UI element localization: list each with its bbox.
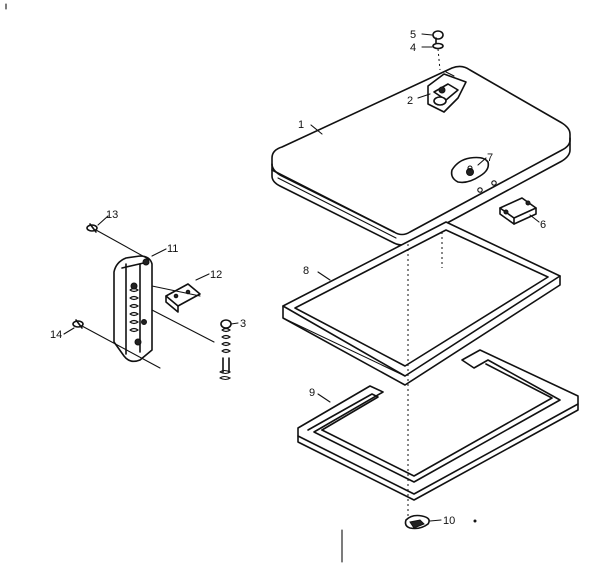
callout-8: 8 bbox=[303, 265, 309, 277]
callout-10: 10 bbox=[443, 515, 455, 527]
callout-6: 6 bbox=[540, 219, 546, 231]
callout-1: 1 bbox=[298, 119, 304, 131]
left-guide-lines bbox=[81, 229, 215, 369]
callout-13: 13 bbox=[106, 209, 118, 221]
hinge-plate bbox=[499, 197, 537, 225]
screw-and-washer bbox=[432, 30, 444, 71]
screw-bottom-left bbox=[72, 319, 84, 329]
latch-assembly bbox=[427, 71, 467, 113]
stray-mark bbox=[5, 3, 343, 563]
alignment-lines bbox=[407, 232, 443, 520]
base-frame bbox=[297, 349, 579, 501]
mounting-plate bbox=[165, 283, 201, 313]
foot bbox=[404, 514, 430, 530]
callout-14: 14 bbox=[50, 329, 62, 341]
callout-7: 7 bbox=[487, 152, 493, 164]
callout-5: 5 bbox=[410, 29, 416, 41]
callout-11: 11 bbox=[167, 243, 178, 255]
side-handle-assembly bbox=[113, 255, 153, 363]
callout-leaders bbox=[63, 33, 540, 522]
spring bbox=[219, 319, 232, 381]
callout-9: 9 bbox=[309, 387, 315, 399]
dot-marker bbox=[473, 519, 477, 523]
screw-top-left bbox=[86, 223, 98, 233]
gasket-frame bbox=[282, 221, 561, 386]
callout-2: 2 bbox=[407, 95, 413, 107]
callout-3: 3 bbox=[240, 318, 246, 330]
callout-12: 12 bbox=[210, 269, 222, 281]
callout-4: 4 bbox=[410, 42, 416, 54]
